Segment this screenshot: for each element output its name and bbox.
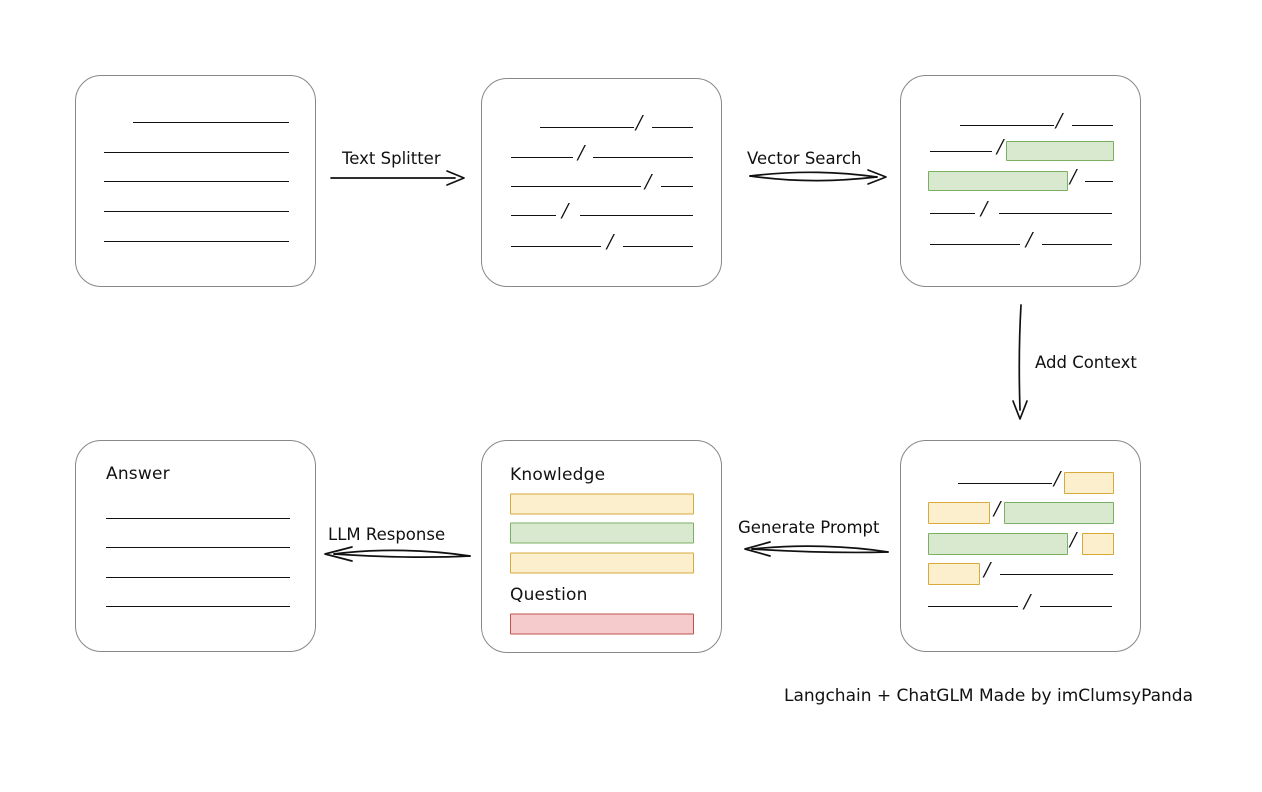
text-line	[958, 483, 1052, 484]
arrow-generate-prompt	[744, 541, 889, 557]
text-line	[540, 127, 634, 128]
highlight-chunk-yellow[interactable]	[928, 502, 990, 524]
chunk-separator-icon: /	[1070, 528, 1077, 551]
arrow-add-context	[1012, 304, 1028, 420]
text-line	[928, 606, 1018, 607]
chunk-separator-icon: /	[994, 497, 1001, 520]
text-line	[652, 127, 693, 128]
chunk-separator-icon: /	[1054, 467, 1061, 490]
text-line	[623, 246, 693, 247]
text-line	[1042, 244, 1112, 245]
text-line	[1040, 606, 1112, 607]
text-line	[511, 186, 641, 187]
chunk-separator-icon: /	[1026, 228, 1033, 251]
highlight-chunk-green[interactable]	[510, 522, 694, 544]
edge-label-llm-response: LLM Response	[328, 525, 446, 544]
highlight-chunk-green[interactable]	[1006, 141, 1114, 161]
text-line	[106, 577, 290, 578]
footer-credit: Langchain + ChatGLM Made by imClumsyPand…	[784, 686, 1193, 706]
text-line	[511, 246, 601, 247]
text-line	[511, 215, 556, 216]
node-split-chunks[interactable]	[481, 78, 722, 287]
text-line	[1000, 574, 1113, 575]
chunk-separator-icon: /	[1056, 109, 1063, 132]
chunk-separator-icon: /	[981, 197, 988, 220]
text-line	[106, 606, 290, 607]
text-line	[104, 152, 289, 153]
chunk-separator-icon: /	[645, 170, 652, 193]
highlight-chunk-green[interactable]	[1004, 502, 1114, 524]
text-line	[1072, 125, 1113, 126]
chunk-separator-icon: /	[578, 141, 585, 164]
node-answer[interactable]	[75, 440, 316, 652]
edge-label-add-context: Add Context	[1035, 353, 1137, 372]
highlight-chunk-red[interactable]	[510, 613, 694, 635]
text-line	[661, 186, 693, 187]
chunk-separator-icon: /	[984, 558, 991, 581]
highlight-chunk-yellow[interactable]	[1082, 533, 1114, 555]
text-line	[930, 244, 1020, 245]
chunk-separator-icon: /	[607, 230, 614, 253]
text-line	[106, 518, 290, 519]
text-line	[593, 157, 693, 158]
node-title-answer: Answer	[106, 464, 170, 484]
arrow-llm-response	[324, 546, 471, 562]
section-heading-knowledge: Knowledge	[510, 465, 606, 485]
text-line	[104, 241, 289, 242]
text-line	[133, 122, 289, 123]
text-line	[960, 125, 1054, 126]
edge-label-generate-prompt: Generate Prompt	[738, 518, 880, 537]
highlight-chunk-yellow[interactable]	[510, 552, 694, 574]
highlight-chunk-green[interactable]	[928, 533, 1068, 555]
edge-label-vector-search: Vector Search	[747, 149, 862, 168]
chunk-separator-icon: /	[1070, 165, 1077, 188]
edge-label-text-splitter: Text Splitter	[342, 149, 441, 168]
chunk-separator-icon: /	[636, 111, 643, 134]
chunk-separator-icon: /	[997, 135, 1004, 158]
text-line	[511, 157, 573, 158]
text-line	[106, 547, 290, 548]
highlight-chunk-yellow[interactable]	[510, 493, 694, 515]
text-line	[1085, 181, 1113, 182]
highlight-chunk-yellow[interactable]	[928, 563, 980, 585]
text-line	[104, 181, 289, 182]
text-line	[104, 211, 289, 212]
chunk-separator-icon: /	[562, 199, 569, 222]
text-line	[930, 213, 975, 214]
text-line	[580, 215, 693, 216]
highlight-chunk-green[interactable]	[928, 171, 1068, 191]
arrow-text-splitter	[330, 170, 465, 186]
section-heading-question: Question	[510, 585, 588, 605]
arrow-vector-search	[749, 169, 887, 185]
chunk-separator-icon: /	[1024, 590, 1031, 613]
highlight-chunk-yellow[interactable]	[1064, 472, 1114, 494]
text-line	[999, 213, 1112, 214]
text-line	[930, 151, 992, 152]
